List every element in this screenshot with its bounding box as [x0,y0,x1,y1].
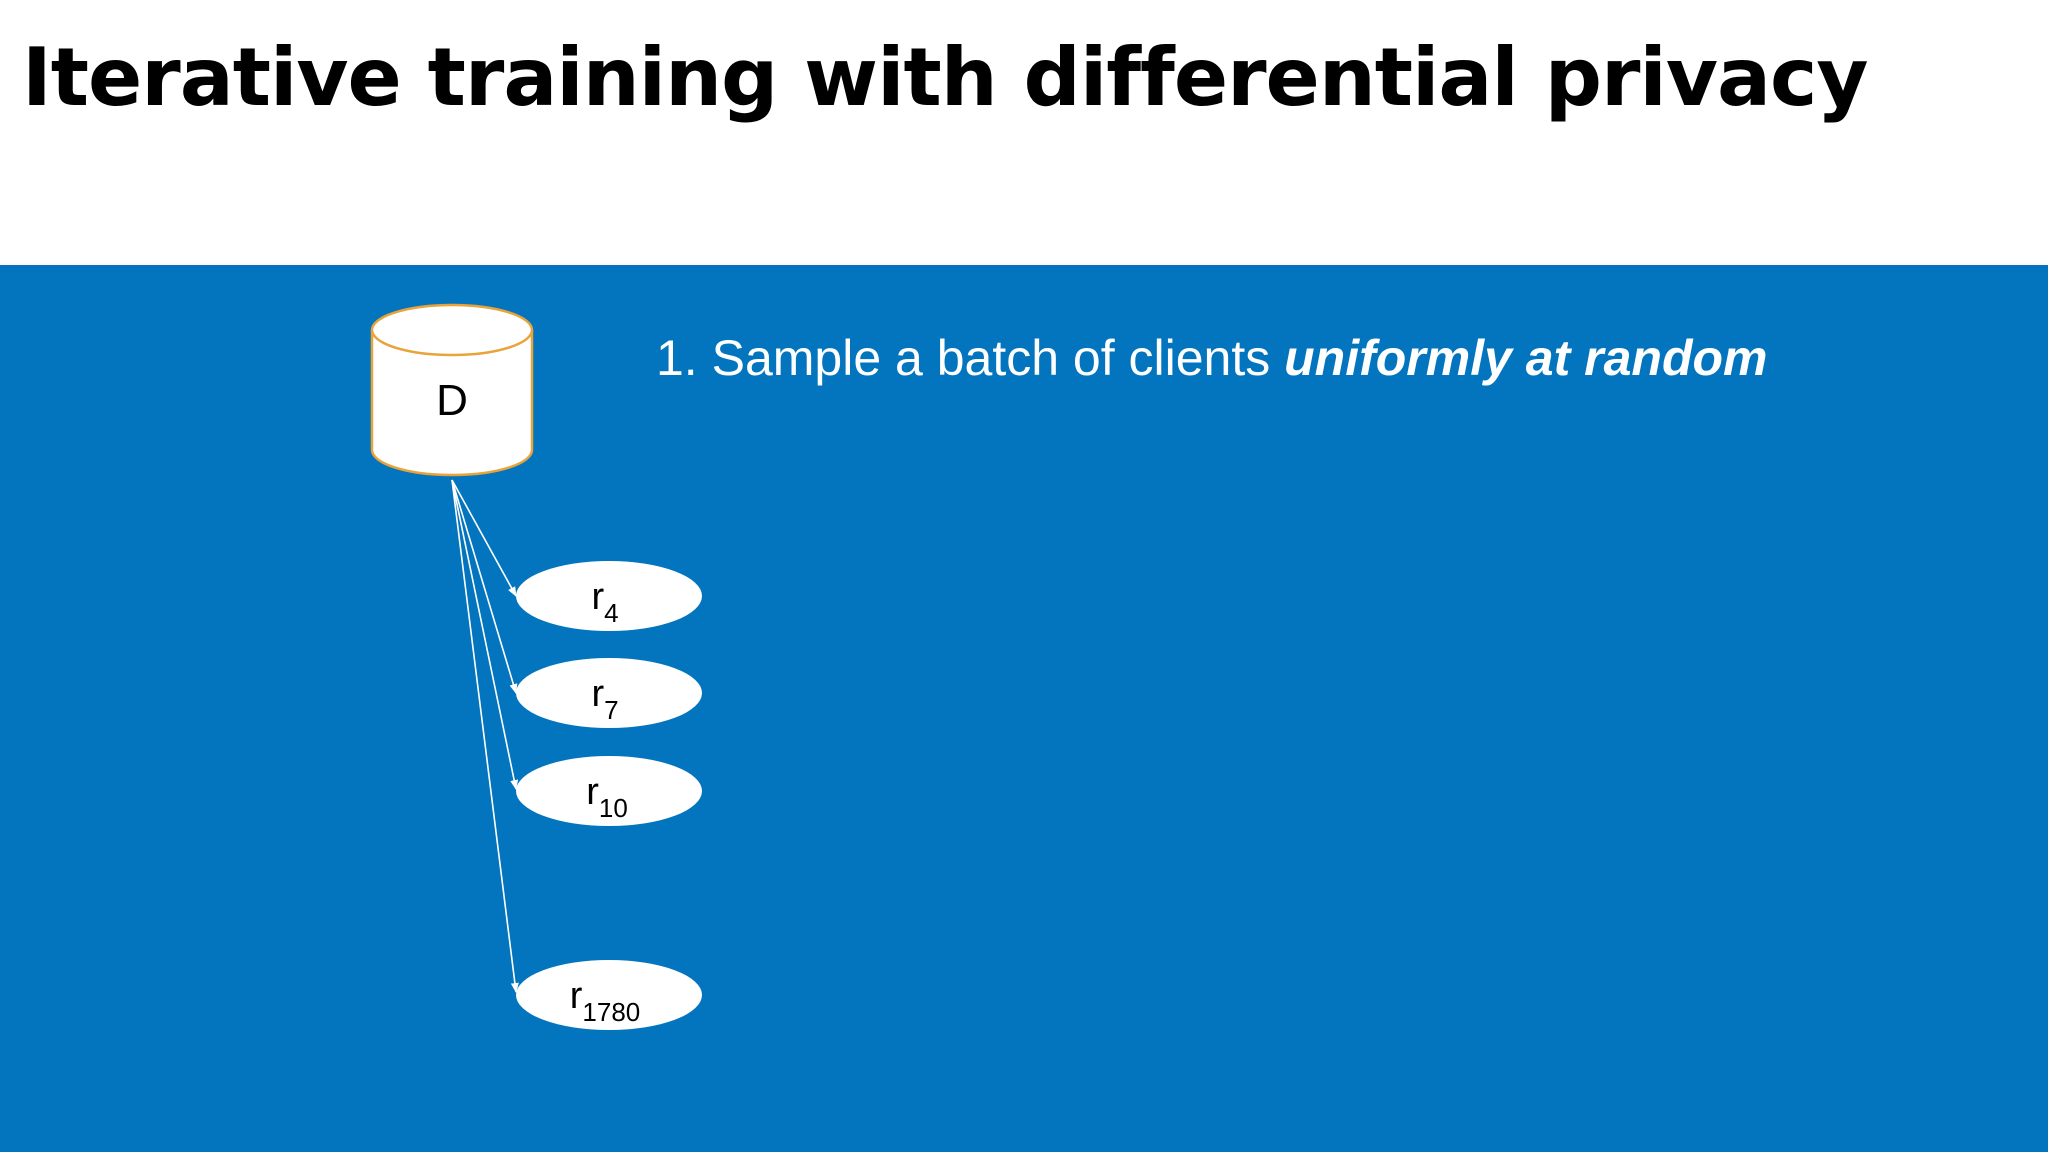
arrow-to-client-2 [451,479,518,694]
step-text: 1. Sample a batch of clients uniformly a… [656,328,1768,388]
client-label: r [570,975,583,1017]
svg-text:r7: r7 [591,673,618,725]
arrow-to-client-4 [451,479,519,993]
client-node: r1780 [516,960,702,1030]
arrow-to-client-1 [451,479,517,597]
client-label: r [586,771,599,813]
client-node: r10 [516,756,702,826]
arrow-to-client-3 [451,479,519,790]
client-subscript: 4 [604,598,618,628]
client-node: r4 [516,561,702,631]
client-subscript: 7 [604,695,618,725]
svg-text:r1780: r1780 [570,975,641,1027]
client-label: r [591,673,604,715]
svg-text:r4: r4 [591,576,618,628]
step-emphasis: uniformly at random [1284,330,1768,386]
client-subscript: 10 [599,793,628,823]
database-label: D [436,376,468,425]
step-prefix: 1. Sample a batch of clients [656,330,1285,386]
diagram: D r4 r7 [370,303,702,1030]
client-label: r [591,576,604,618]
arrows [451,479,519,993]
client-node: r7 [516,658,702,728]
content-panel: D r4 r7 [0,265,2048,1152]
slide-title: Iterative training with differential pri… [22,31,1869,124]
svg-text:r10: r10 [586,771,628,823]
client-subscript: 1780 [582,997,640,1027]
database-icon: D [370,303,534,477]
